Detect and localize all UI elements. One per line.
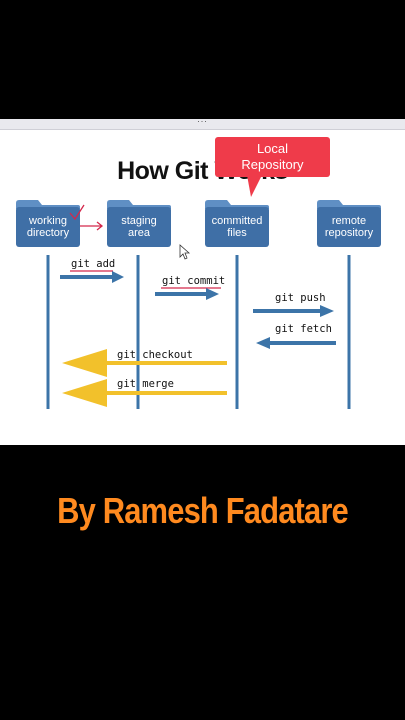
checkmark-annotation [69,204,85,221]
author-caption: By Ramesh Fadatare [57,490,349,531]
arrow-git-add [60,271,124,283]
folder-label-remote-repository: remote repository [324,215,374,239]
folder-label-committed-files: committed files [211,215,263,239]
local-repository-callout: Local Repository [215,137,330,177]
folder-icon-committed-files [205,200,269,247]
arrow-git-fetch [256,337,336,349]
slide-canvas: ... How Git Works [0,114,405,445]
label-git-add: git add [71,258,116,270]
label-git-push: git push [275,292,326,304]
arrow-git-merge [62,379,227,407]
label-git-fetch: git fetch [275,323,332,335]
annotation-arrow [80,221,104,231]
label-git-checkout: git checkout [117,349,193,361]
folder-icon-working-directory [16,200,80,247]
git-workflow-diagram [16,175,381,409]
callout-label: Local Repository [241,141,304,172]
folder-label-working-directory: working directory [26,215,70,239]
folder-label-staging-area: staging area [121,215,157,239]
label-git-merge: git merge [117,378,174,390]
folder-icon-remote-repository [317,200,381,247]
arrow-git-commit [155,288,219,300]
menu-dots-icon[interactable]: ... [197,114,208,124]
arrow-git-push [253,305,334,317]
callout-pointer [247,175,262,197]
folder-icon-staging-area [107,200,171,247]
arrow-git-checkout [62,349,227,377]
mouse-cursor-icon [179,244,191,260]
window-topbar: ... [0,114,405,130]
label-git-commit: git commit [162,275,226,287]
